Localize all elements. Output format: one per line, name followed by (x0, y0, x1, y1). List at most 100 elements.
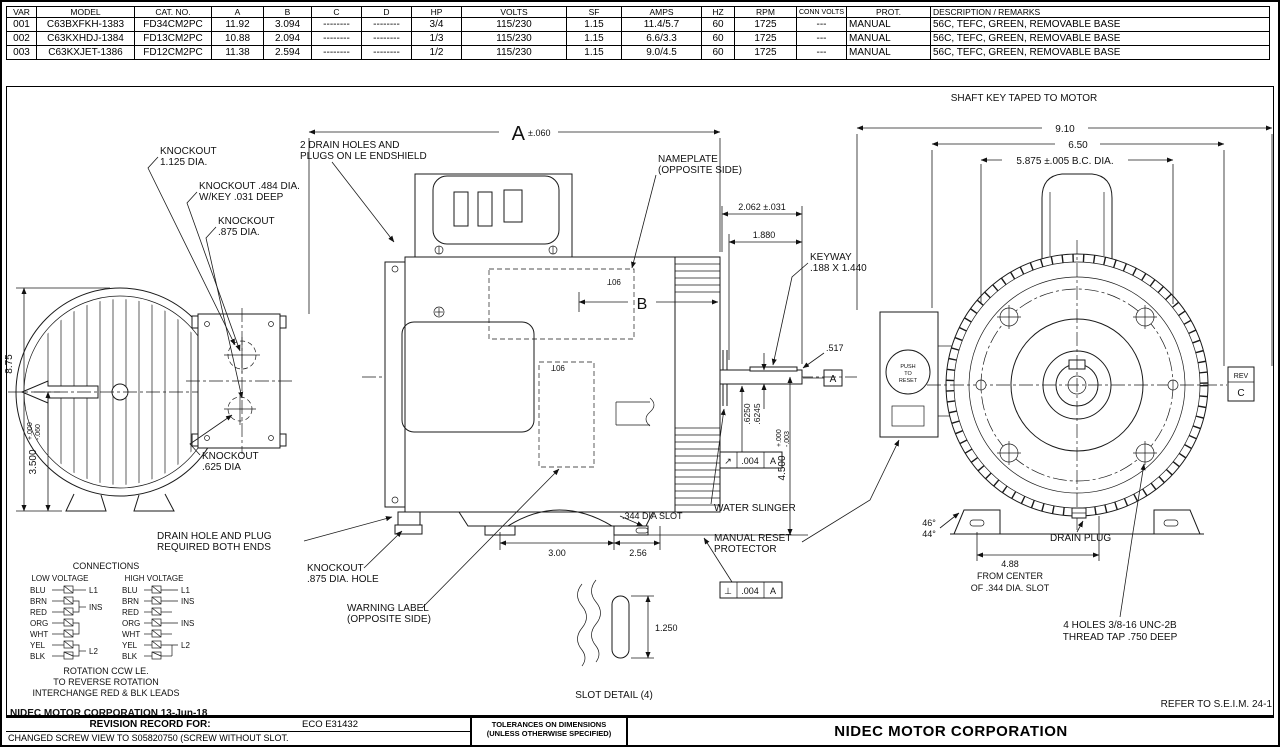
cell: MANUAL (846, 45, 931, 60)
tag-l1-high: L1 (181, 586, 190, 595)
col-d: D (361, 6, 412, 18)
dim-a-tol: ±.060 (528, 128, 550, 138)
cell: 56C, TEFC, GREEN, REMOVABLE BASE (930, 17, 1270, 32)
label-knockout-875-hole: KNOCKOUT (307, 563, 364, 574)
col-volts: VOLTS (461, 6, 567, 18)
cell: 2.094 (263, 31, 312, 46)
cell: --- (796, 31, 847, 46)
cell: 56C, TEFC, GREEN, REMOVABLE BASE (930, 45, 1270, 60)
slot-detail: 1.250 SLOT DETAIL (4) (575, 579, 678, 701)
connections-diagram: CONNECTIONS LOW VOLTAGE HIGH VOLTAGE BLU… (30, 561, 194, 698)
push-to-reset-2: TO (904, 371, 912, 377)
motor-front-view (927, 173, 1227, 535)
motor-side-view: 90T 90T (362, 173, 857, 536)
wire-blk-low: BLK (30, 652, 46, 661)
cell: 2.594 (263, 45, 312, 60)
label-knockout-1.125-dia: 1.125 DIA. (160, 157, 207, 168)
cell: 60 (701, 17, 735, 32)
cell: --- (796, 17, 847, 32)
conduit-box-end-view (186, 308, 294, 454)
label-2-drain-holes: 2 DRAIN HOLES AND (300, 140, 399, 151)
table-row: 003 C63KXJET-1386 FD12CM2PC 11.38 2.594 … (6, 45, 1270, 60)
low-voltage-header: LOW VOLTAGE (31, 574, 88, 583)
cell: C63BXFKH-1383 (36, 17, 135, 32)
dim-4.500-tol-minus: -.003 (784, 431, 791, 447)
rev-label: REV (1234, 373, 1249, 380)
company-name: NIDEC MOTOR CORPORATION (834, 723, 1068, 740)
col-hz: HZ (701, 6, 735, 18)
cell: 003 (6, 45, 37, 60)
dim-3.500-tol-minus: -.060 (35, 424, 42, 440)
label-4-holes-2: THREAD TAP .750 DEEP (1063, 632, 1178, 643)
col-b: B (263, 6, 312, 18)
dim-4.500-tol-plus: +.000 (776, 429, 783, 447)
col-amps: AMPS (621, 6, 702, 18)
wire-red-high: RED (122, 608, 139, 617)
table-header-row: VAR MODEL CAT. NO. A B C D HP VOLTS SF A… (6, 6, 1270, 18)
dim-.6245: .6245 (752, 403, 762, 425)
cell: 115/230 (461, 17, 567, 32)
revision-record-block: REVISION RECORD FOR: ECO E31432 CHANGED … (6, 718, 472, 745)
left-dims: 8.75 3.500 +.000 -.060 (4, 287, 110, 512)
fcf2-value: .004 (741, 586, 759, 596)
label-344-slot: .344 DIA SLOT (622, 511, 683, 521)
dim-1.880: 1.880 (753, 230, 776, 240)
cell: -------- (361, 45, 412, 60)
col-catno: CAT. NO. (134, 6, 212, 18)
tolerances-block: TOLERANCES ON DIMENSIONS (UNLESS OTHERWI… (472, 718, 628, 745)
wire-brn-low: BRN (30, 597, 47, 606)
note-rotation-1: ROTATION CCW LE. (63, 666, 148, 676)
dim-3.500-tol-plus: +.000 (27, 422, 34, 440)
label-warning-label: WARNING LABEL (347, 603, 429, 614)
dim-5.875-bc: 5.875 ±.005 B.C. DIA. (1016, 156, 1113, 167)
cell: MANUAL (846, 31, 931, 46)
dim-8.75: 8.75 (4, 354, 15, 374)
label-knockout-484-key: W/KEY .031 DEEP (199, 192, 284, 203)
label-drain-hole-required-2: REQUIRED BOTH ENDS (157, 542, 271, 553)
dim-9.10: 9.10 (1055, 124, 1075, 135)
cell: -------- (361, 31, 412, 46)
cell: -------- (361, 17, 412, 32)
dim-.517: .517 (826, 343, 844, 353)
label-slot-detail: SLOT DETAIL (4) (575, 690, 653, 701)
company-date-stamp: NIDEC MOTOR CORPORATION 13-Jun-18 (10, 708, 208, 719)
stamp-90t-2: 90T (551, 363, 565, 372)
cell: 115/230 (461, 45, 567, 60)
col-model: MODEL (36, 6, 135, 18)
cell: 6.6/3.3 (621, 31, 702, 46)
wire-brn-high: BRN (122, 597, 139, 606)
cell: FD12CM2PC (134, 45, 212, 60)
label-4-holes: 4 HOLES 3/8-16 UNC-2B (1063, 620, 1177, 631)
dim-4.88-note-2: OF .344 DIA. SLOT (971, 583, 1050, 593)
wire-org-low: ORG (30, 619, 48, 628)
fcf1-datum: A (770, 456, 776, 466)
label-knockout-625: KNOCKOUT (202, 451, 259, 462)
label-knockout-875-hole-2: .875 DIA. HOLE (307, 574, 379, 585)
tag-ins-high-1: INS (181, 597, 194, 606)
tag-l1-low: L1 (89, 586, 98, 595)
col-description: DESCRIPTION / REMARKS (930, 6, 1270, 18)
tag-ins-low: INS (89, 603, 102, 612)
side-view-labels: 2 DRAIN HOLES AND PLUGS ON LE ENDSHIELD … (157, 140, 900, 625)
angle-46: 46° (922, 518, 936, 528)
cell: 1/2 (411, 45, 462, 60)
col-a: A (211, 6, 264, 18)
label-nameplate-2: (OPPOSITE SIDE) (658, 165, 742, 176)
cell: 11.38 (211, 45, 264, 60)
label-knockout-625-dia: .625 DIA (202, 462, 241, 473)
col-prot: PROT. (846, 6, 931, 18)
label-manual-reset: MANUAL RESET (714, 533, 791, 544)
dim-2.56: 2.56 (629, 548, 647, 558)
cell: -------- (311, 45, 362, 60)
cell: 3.094 (263, 17, 312, 32)
fcf1-symbol: ↗ (724, 456, 732, 466)
cell: 001 (6, 17, 37, 32)
knockout-labels: KNOCKOUT 1.125 DIA. KNOCKOUT .484 DIA. W… (147, 146, 300, 473)
dim-b-letter: B (637, 296, 648, 313)
note-rotation-3: INTERCHANGE RED & BLK LEADS (32, 688, 179, 698)
cell: 1.15 (566, 17, 622, 32)
label-knockout-875-dia: .875 DIA. (218, 227, 260, 238)
dim-4.88-note-1: FROM CENTER (977, 571, 1043, 581)
tag-l2-low: L2 (89, 647, 98, 656)
